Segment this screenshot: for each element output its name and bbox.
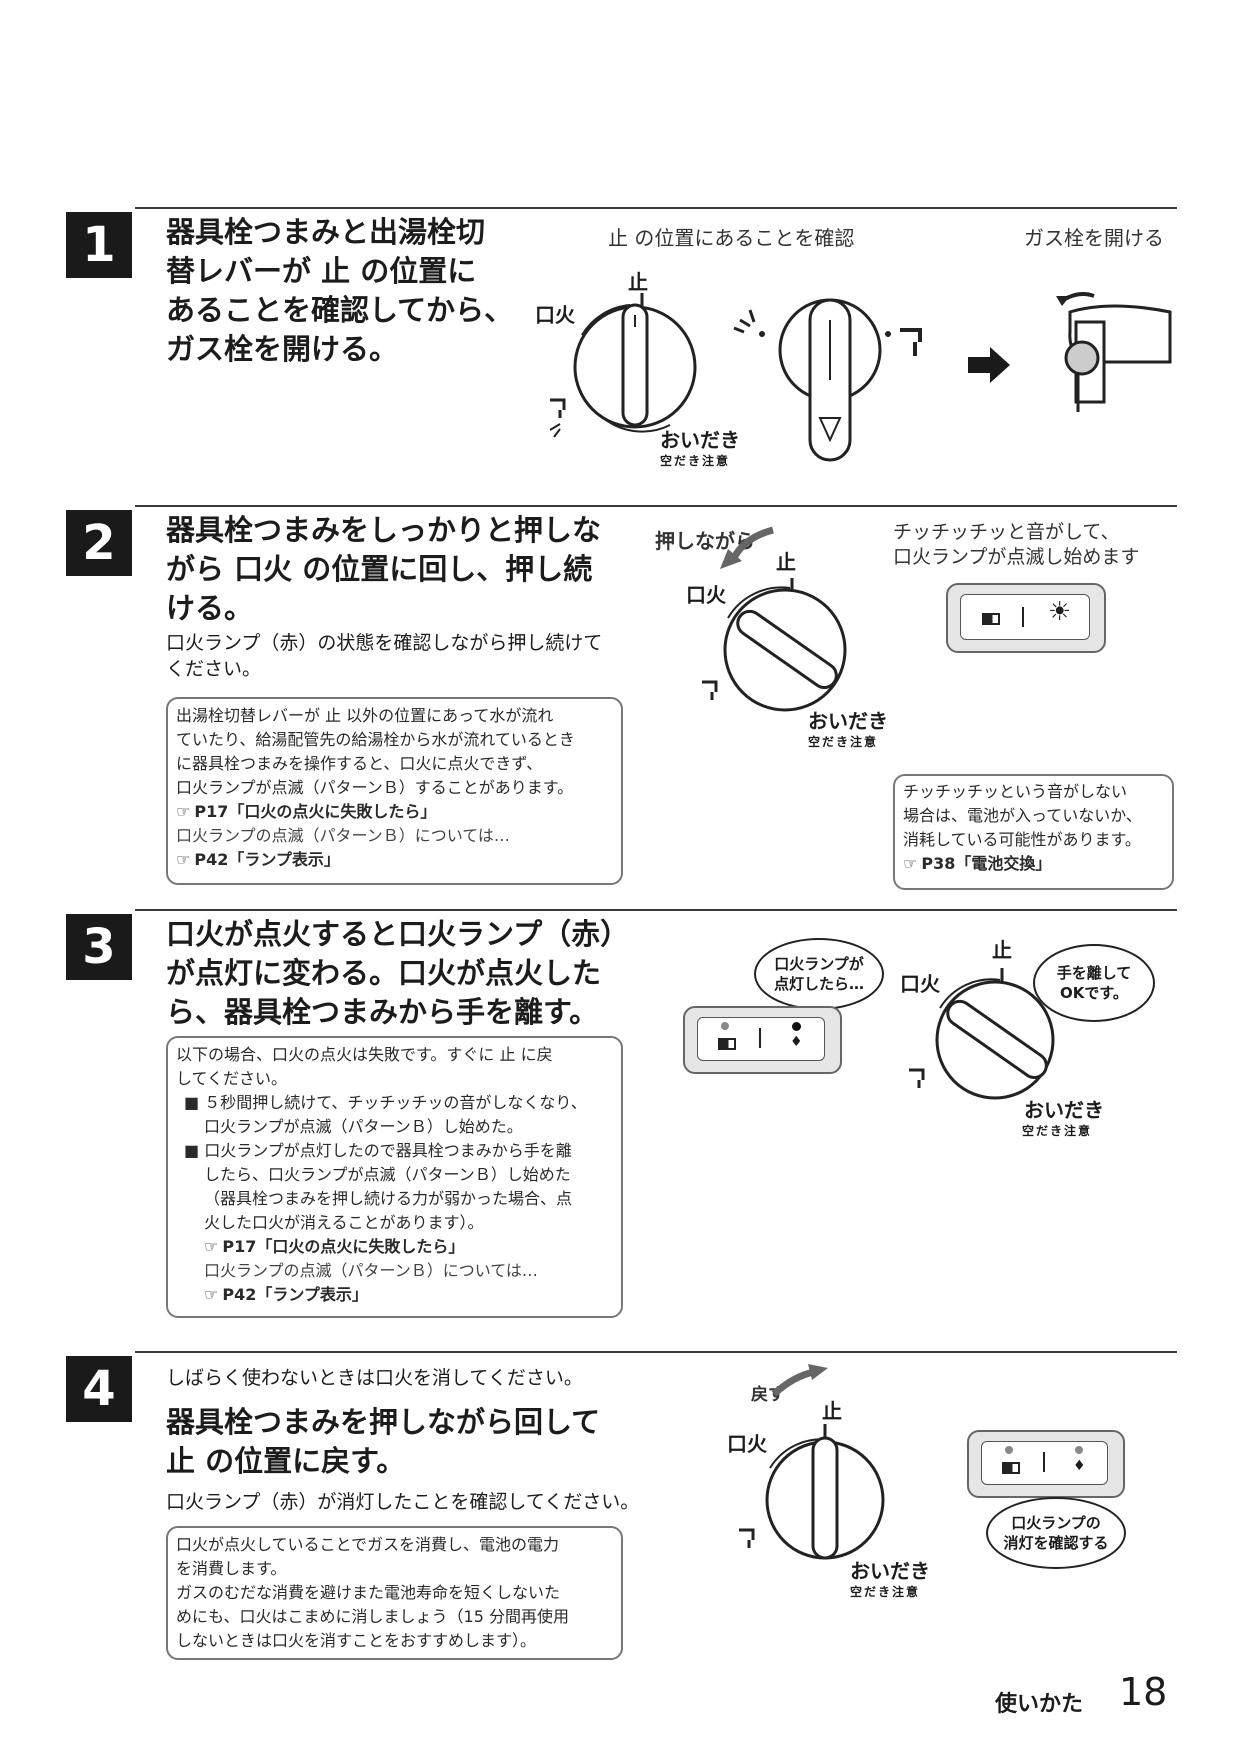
step4-dial-warn-label: 空だき注意 [850,1585,921,1599]
step4-bubble-lamp-off: 口火ランプの 消灯を確認する [986,1497,1126,1569]
step4-note-text: 口火が点火していることでガスを消費し、電池の電力 を消費します。 ガスのむだな消… [176,1535,569,1650]
battery-icon [982,613,1000,625]
step4-dial-reheat-label: おいだき [850,1559,930,1583]
arrow-right-icon [968,347,1010,383]
step1-rule [135,207,1177,209]
step2-note-text: 出湯栓切替レバーが 止 以外の位置にあって水が流れ ていたり、給湯配管先の給湯栓… [176,706,575,797]
step1-number: 1 [66,212,132,278]
step4-return-arrow [771,1364,828,1397]
step4-rule [135,1351,1177,1353]
step2-body: 口火ランプ（赤）の状態を確認しながら押し続けて ください。 [166,632,603,680]
step3-bubble-release: 手を離して OKです。 [1033,944,1155,1022]
flame-icon: ♦ [1073,1458,1086,1474]
hand-pointer-icon: ☞ [176,850,191,869]
step1-heading: 器具栓つまみと出湯栓切 替レバーが 止 の位置に あることを確認してから、 ガス… [166,215,514,366]
flame-icon: ☀ [1048,597,1072,627]
step4-lead: しばらく使わないときは口火を消してください。 [166,1367,583,1389]
step4-number: 4 [66,1356,132,1422]
step3-dial-warn-label: 空だき注意 [1022,1124,1093,1138]
step3-note-intro: 以下の場合、口火の点火は失敗です。すぐに 止 に戻 してください。 [176,1045,553,1088]
step1-caption-open-gas: ガス栓を開ける [1024,226,1164,250]
step4-lamp-panel: ♦ [967,1430,1125,1498]
step1-gas-valve-hand-figure [1056,292,1172,412]
flame-icon: ♦ [790,1034,803,1050]
step2-dial-pilot-label: 口火 [686,583,726,607]
step2-ref-p38[interactable]: ☞P38「電池交換」 [903,854,1052,873]
footer-page-number: 18 [1119,1670,1168,1714]
step2-push-arrow [720,526,774,569]
step1-dial-reheat-label: おいだき [660,428,740,452]
step3-number: 3 [66,914,132,980]
step3-dial-pilot-label: 口火 [900,972,940,996]
step2-dial-figure [702,578,847,712]
footer-section-label: 使いかた [995,1692,1084,1717]
step2-note-sound: チッチッチッという音がしない 場合は、電池が入っていないか、 消耗している可能性… [893,774,1174,890]
step3-bullet-1: ■ ５秒間押し続けて、チッチッチッの音がしなくなり、 口火ランプが点滅（パターン… [184,1093,587,1136]
step2-heading: 器具栓つまみをしっかりと押しな がら 口火 の位置に回し、押し続 ける。 [166,513,602,625]
battery-icon [718,1038,736,1050]
step2-note: 出湯栓切替レバーが 止 以外の位置にあって水が流れ ていたり、給湯配管先の給湯栓… [166,697,623,885]
step4-note: 口火が点火していることでガスを消費し、電池の電力 を消費します。 ガスのむだな消… [166,1526,623,1660]
step2-dial-reheat-label: おいだき [808,709,888,733]
step2-note-sound-text: チッチッチッという音がしない 場合は、電池が入っていないか、 消耗している可能性… [903,782,1142,849]
hand-pointer-icon: ☞ [204,1285,219,1304]
step2-ref-p42[interactable]: ☞P42「ランプ表示」 [176,850,340,869]
step1-dial-warn-label: 空だき注意 [660,454,731,468]
step2-dial-stop-label: 止 [776,550,796,574]
hand-pointer-icon: ☞ [204,1237,219,1256]
step3-dial-reheat-label: おいだき [1024,1098,1104,1122]
hand-pointer-icon: ☞ [903,854,918,873]
step4-dial-stop-label: 止 [822,1399,842,1423]
step2-number: 2 [66,510,132,576]
step2-sub-line: 口火ランプの点滅（パターンＢ）については… [176,826,510,845]
step2-caption-ticking: チッチッチッと音がして、 口火ランプが点滅し始めます [893,521,1140,568]
step3-sub-line: 口火ランプの点滅（パターンＢ）については… [204,1261,538,1280]
step3-dial-stop-label: 止 [992,938,1012,962]
hand-pointer-icon: ☞ [176,802,191,821]
step2-lamp-panel: ☀ [946,583,1106,653]
step2-rule [135,505,1177,507]
step1-lever-figure [733,298,922,462]
step3-heading: 口火が点火すると口火ランプ（赤） が点灯に変わる。口火が点火した ら、器具栓つま… [166,917,630,1029]
step1-dial-figure [549,293,697,438]
step3-rule [135,909,1177,911]
step4-dial-pilot-label: 口火 [727,1432,767,1456]
step3-bubble-lamp-lit: 口火ランプが 点灯したら… [754,938,884,1010]
step2-dial-warn-label: 空だき注意 [808,735,879,749]
step1-caption-confirm: 止 の位置にあることを確認 [608,226,855,250]
step1-dial-pilot-label: 口火 [535,303,575,327]
step4-dial-figure [739,1424,885,1560]
step4-body: 口火ランプ（赤）が消灯したことを確認してください。 [166,1491,640,1513]
step3-dial-figure [909,968,1055,1100]
step4-heading: 器具栓つまみを押しながら回して 止 の位置に戻す。 [166,1405,601,1478]
step3-note: 以下の場合、口火の点火は失敗です。すぐに 止 に戻 してください。 ■ ５秒間押… [166,1036,623,1318]
step3-ref-p17[interactable]: ☞P17「口火の点火に失敗したら」 [204,1237,465,1256]
step3-bullet-2: ■ 口火ランプが点灯したので器具栓つまみから手を離 したら、口火ランプが点滅（パ… [184,1141,573,1232]
step2-ref-p17[interactable]: ☞P17「口火の点火に失敗したら」 [176,802,437,821]
battery-icon [1002,1462,1020,1474]
step3-lamp-panel: ♦ [683,1006,842,1074]
step1-dial-stop-label: 止 [628,270,648,294]
step3-ref-p42[interactable]: ☞P42「ランプ表示」 [204,1285,368,1304]
